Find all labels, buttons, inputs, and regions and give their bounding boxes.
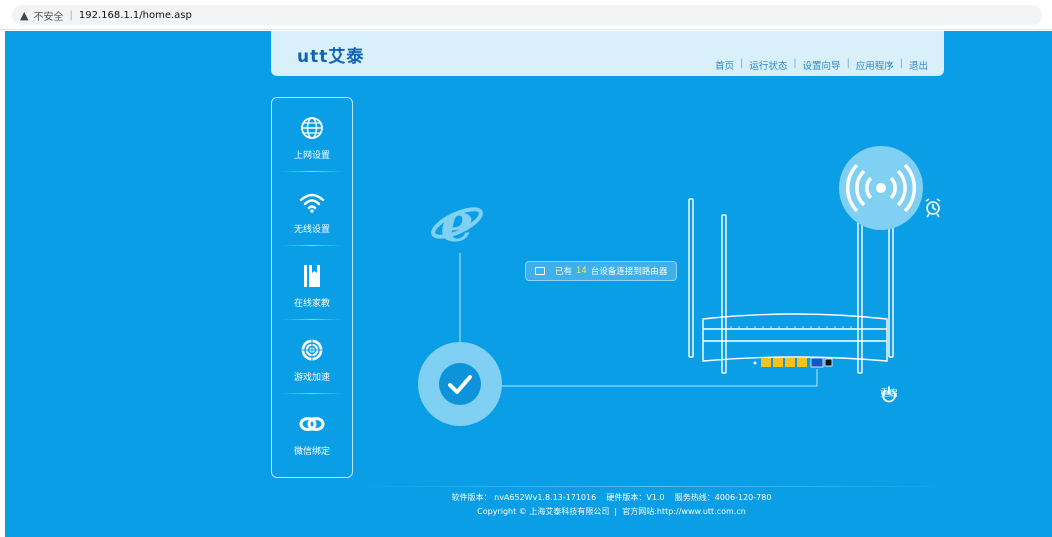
nav-wizard[interactable]: 设置向导 — [802, 61, 841, 72]
hardware-version-label: 硬件版本： — [606, 493, 647, 502]
monitor-icon — [535, 267, 545, 275]
nav-apps[interactable]: 应用程序 — [855, 61, 894, 72]
power-icon[interactable] — [882, 386, 896, 403]
sidebar-menu: 上网设置 无线设置 在线家教 — [271, 97, 353, 478]
device-count: 14 — [576, 266, 587, 276]
sidebar-item-game-acceleration[interactable]: 游戏加速 — [272, 320, 352, 394]
security-label[interactable]: 不安全 — [33, 11, 64, 23]
sidebar-item-internet-settings[interactable]: 上网设置 — [272, 98, 352, 172]
connected-check-icon[interactable] — [418, 342, 502, 426]
reboot-button[interactable]: 重启 — [877, 386, 901, 399]
link-icon — [299, 417, 325, 431]
badge-prefix: 已有 — [555, 267, 573, 277]
sidebar-item-label: 在线家教 — [293, 299, 330, 309]
sidebar-item-online-tutoring[interactable]: 在线家教 — [272, 246, 352, 320]
book-icon — [304, 265, 320, 287]
footer-divider — [355, 486, 955, 487]
nav-divider: | — [899, 58, 903, 69]
hotline: 4006-120-780 — [714, 493, 772, 502]
address-separator: | — [69, 9, 73, 21]
wifi-icon — [299, 193, 325, 213]
nav-divider: | — [740, 58, 744, 69]
nav-home[interactable]: 首页 — [715, 61, 735, 72]
alarm-clock-icon[interactable] — [925, 198, 941, 218]
svg-text:e: e — [440, 193, 473, 254]
router-home-page: utt艾泰 首页 | 运行状态 | 设置向导 | 应用程序 | 退出 e — [5, 31, 1052, 537]
hotline-label: 服务热线： — [674, 493, 715, 502]
globe-icon — [301, 117, 323, 139]
warning-icon[interactable]: ▲ — [20, 8, 29, 22]
version-info: 软件版本： nvA652Wv1.8.13-171016 硬件版本：V1.0 服务… — [275, 491, 948, 505]
nav-divider: | — [793, 58, 797, 69]
sidebar-item-label: 游戏加速 — [293, 373, 330, 383]
target-icon — [301, 339, 323, 361]
software-version-label: 软件版本： — [451, 493, 492, 502]
internet-icon[interactable]: e — [430, 193, 485, 254]
top-nav: 首页 | 运行状态 | 设置向导 | 应用程序 | 退出 — [709, 58, 934, 72]
sidebar-item-wireless-settings[interactable]: 无线设置 — [272, 172, 352, 246]
sidebar-item-label: 无线设置 — [293, 225, 330, 235]
browser-address-bar: ▲ 不安全 | 192.168.1.1/home.asp — [0, 0, 1052, 30]
sidebar-item-label: 上网设置 — [293, 151, 330, 161]
nav-logout[interactable]: 退出 — [908, 61, 928, 72]
utt-logo[interactable]: utt艾泰 — [297, 47, 365, 67]
sidebar-item-wechat-binding[interactable]: 微信绑定 — [272, 394, 352, 468]
official-site-link[interactable]: http://www.utt.com.cn — [656, 507, 746, 516]
software-version: nvA652Wv1.8.13-171016 — [494, 493, 597, 502]
page-footer: 软件版本： nvA652Wv1.8.13-171016 硬件版本：V1.0 服务… — [275, 491, 948, 519]
sidebar-item-label: 微信绑定 — [293, 447, 330, 457]
page-header: utt艾泰 首页 | 运行状态 | 设置向导 | 应用程序 | 退出 — [271, 31, 944, 76]
address-field[interactable]: ▲ 不安全 | 192.168.1.1/home.asp — [12, 5, 1042, 25]
network-diagram: e — [418, 146, 941, 426]
copyright: Copyright © 上海艾泰科技有限公司 — [477, 507, 610, 516]
router-ports — [753, 357, 833, 368]
url-text[interactable]: 192.168.1.1/home.asp — [78, 9, 192, 21]
connected-devices-badge[interactable]: 已有 14 台设备连接到路由器 — [525, 261, 677, 281]
hardware-version: V1.0 — [646, 493, 665, 502]
wireless-signal-icon[interactable] — [839, 146, 923, 230]
nav-status[interactable]: 运行状态 — [749, 61, 788, 72]
reboot-label: 重启 — [879, 389, 898, 399]
nav-divider: | — [846, 58, 850, 69]
badge-suffix: 台设备连接到路由器 — [590, 267, 668, 277]
official-site-label: 官方网站: — [622, 507, 657, 516]
copyright-info: Copyright © 上海艾泰科技有限公司 | 官方网站:http://www… — [477, 507, 746, 516]
